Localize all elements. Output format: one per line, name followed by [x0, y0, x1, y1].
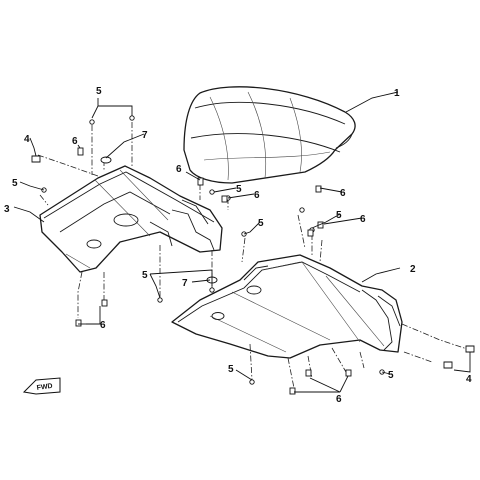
callout-3-front-fender: 3 [4, 204, 10, 215]
leader-lines [13, 91, 471, 393]
callout-2-rear-fender: 2 [410, 264, 416, 275]
callout-labels: 1 2 3 4 4 5 5 5 5 5 5 5 5 6 6 6 6 6 6 6 … [4, 86, 472, 405]
callout-5-screw-mid1: 5 [236, 184, 242, 195]
callout-5-screw-mid2: 5 [258, 218, 264, 229]
callout-1-seat: 1 [394, 88, 400, 99]
callout-6-clip-mid2: 6 [254, 190, 260, 201]
callout-5-screw-bottom-right: 5 [388, 370, 394, 381]
rear-fender-part [171, 254, 403, 359]
front-fender-part [39, 165, 223, 273]
forward-direction-indicator: FWD [22, 377, 61, 395]
fwd-label: FWD [36, 383, 53, 392]
callout-7-grommet-mid: 7 [182, 278, 188, 289]
fasteners [31, 115, 475, 395]
callout-4-bolt-right: 4 [466, 374, 472, 385]
callout-7-grommet-top: 7 [142, 130, 148, 141]
callout-5-screw-center: 5 [142, 270, 148, 281]
callout-6-clip-mid: 6 [176, 164, 182, 175]
callout-6-clip-left-bottom: 6 [100, 320, 106, 331]
callout-6-clip-right: 6 [360, 214, 366, 225]
callout-5-screw-top: 5 [96, 86, 102, 97]
callout-6-clip-left-top: 6 [72, 136, 78, 147]
callout-4-bolt-left: 4 [24, 134, 30, 145]
callout-5-screw-left: 5 [12, 178, 18, 189]
callout-5-screw-right: 5 [336, 210, 342, 221]
callout-6-clip-bottom: 6 [336, 394, 342, 405]
callout-6-clip-right-top: 6 [340, 188, 346, 199]
seat-cover-part [183, 86, 356, 184]
callout-5-screw-bottom: 5 [228, 364, 234, 375]
